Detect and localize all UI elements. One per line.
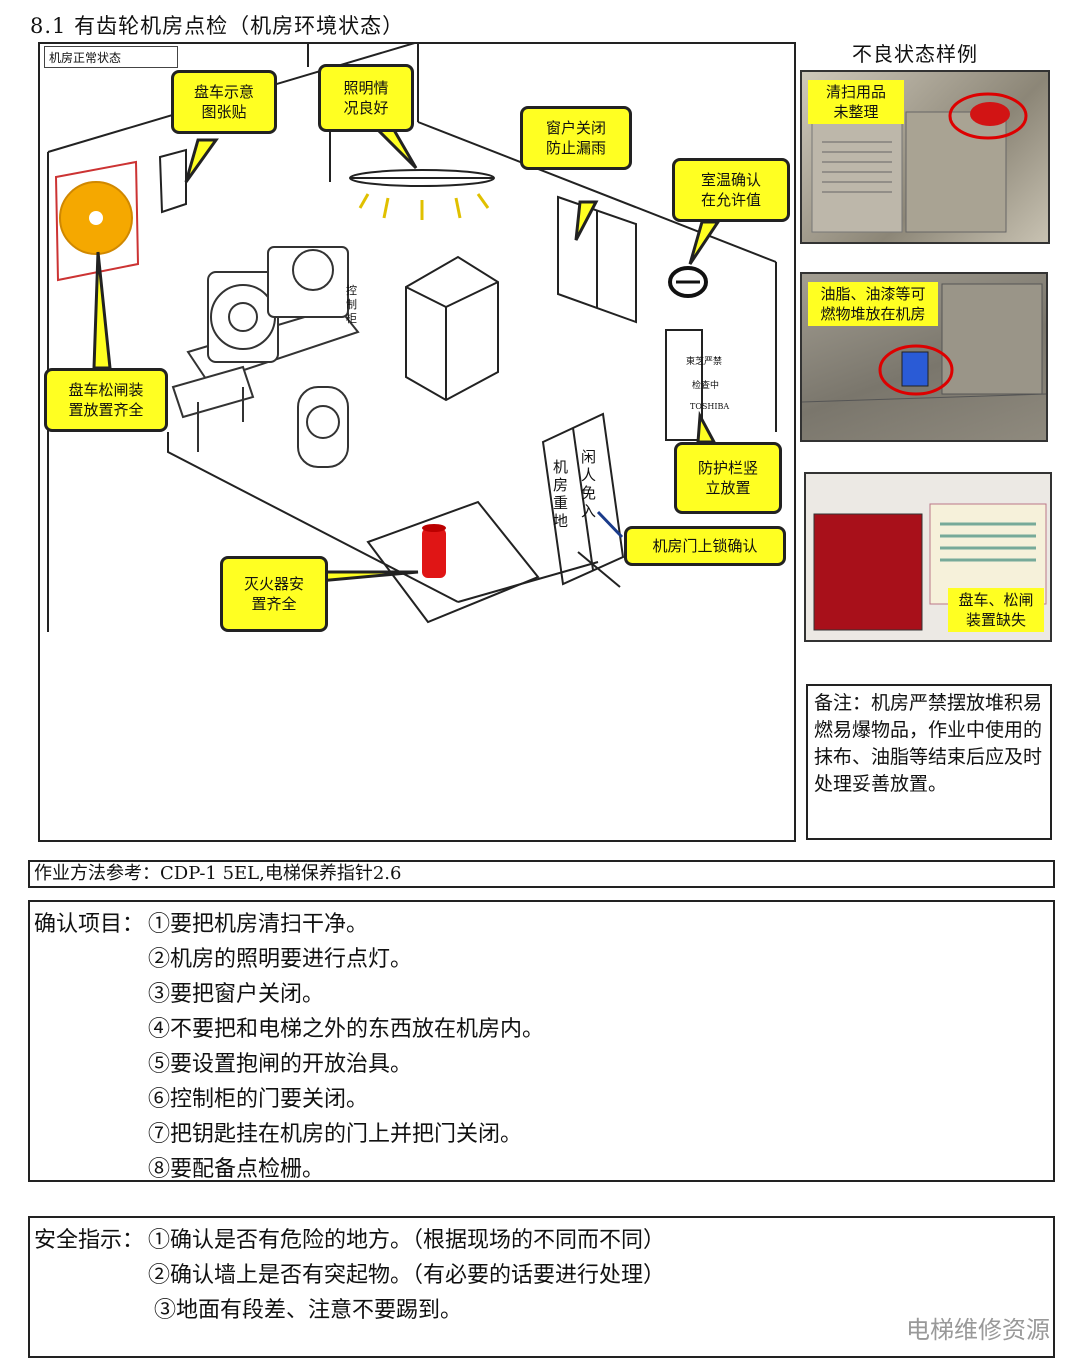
confirm-item-5: ⑤要设置抱闸的开放治具。 — [148, 1052, 413, 1077]
flammables-photo-graphic — [802, 283, 1046, 403]
guard-sign-line-2: 检查中 — [692, 381, 720, 391]
guard-sign-line-1: 東芝严禁 — [686, 357, 723, 367]
callout-pan-poster: 盘车示意 图张贴 — [171, 70, 277, 134]
confirm-item-8: ⑧要配备点检栅。 — [148, 1157, 325, 1182]
confirm-item-1: ①要把机房清扫干净。 — [148, 912, 369, 937]
confirm-item-2: ②机房的照明要进行点灯。 — [148, 947, 413, 972]
confirm-item-6: ⑥控制柜的门要关闭。 — [148, 1087, 369, 1112]
bad-examples-title: 不良状态样例 — [852, 42, 978, 66]
confirm-label: 确认项目： — [34, 912, 145, 937]
normal-state-tag: 机房正常状态 — [44, 46, 178, 68]
bad-photo-flammables-label: 油脂、油漆等可 燃物堆放在机房 — [808, 282, 938, 326]
page-title: 8.1 有齿轮机房点检（机房环境状态） — [30, 14, 405, 38]
safety-label: 安全指示： — [34, 1228, 145, 1253]
note-box: 备注：机房严禁摆放堆积易燃易爆物品，作业中使用的抹布、油脂等结束后应及时处理妥善… — [806, 684, 1052, 840]
callout-window: 窗户关闭 防止漏雨 — [520, 106, 632, 170]
callout-guard: 防护栏竖 立放置 — [674, 442, 782, 514]
bad-photo-cleaning: 清扫用品 未整理 — [800, 70, 1050, 244]
callout-door-lock: 机房门上锁确认 — [624, 526, 786, 566]
confirm-item-3: ③要把窗户关闭。 — [148, 982, 325, 1007]
bad-photo-flammables: 油脂、油漆等可 燃物堆放在机房 — [800, 272, 1048, 442]
safety-item-1: ①确认是否有危险的地方。（根据现场的不同而不同） — [148, 1228, 666, 1253]
door-sign-right: 闲 人 免 入 — [581, 448, 597, 520]
callout-brake-release: 盘车松闸装 置放置齐全 — [44, 368, 168, 432]
safety-item-3: ③地面有段差、注意不要踢到。 — [154, 1298, 463, 1323]
confirm-item-7: ⑦把钥匙挂在机房的门上并把门关闭。 — [148, 1122, 523, 1147]
bad-photo-missing-device: 盘车、松闸 装置缺失 — [804, 472, 1052, 642]
confirm-item-4: ④不要把和电梯之外的东西放在机房内。 — [148, 1017, 545, 1042]
callout-lighting: 照明情 况良好 — [318, 64, 414, 132]
watermark: 电梯维修资源 — [906, 1316, 1050, 1344]
cleaning-photo-graphic — [811, 92, 1028, 233]
bad-photo-missing-device-label: 盘车、松闸 装置缺失 — [948, 588, 1044, 632]
cabinet-label: 控 制 柜 — [346, 284, 357, 325]
callout-temperature: 室温确认 在允许值 — [672, 158, 790, 222]
safety-box — [28, 1216, 1055, 1358]
bad-photo-cleaning-label: 清扫用品 未整理 — [808, 80, 904, 124]
safety-item-2: ②确认墙上是否有突起物。（有必要的话要进行处理） — [148, 1263, 666, 1288]
method-reference: 作业方法参考：CDP-1 5EL,电梯保养指针2.6 — [28, 860, 1055, 888]
callout-fire-extinguisher: 灭火器安 置齐全 — [220, 556, 328, 632]
door-sign-left: 机 房 重 地 — [553, 458, 569, 530]
guard-sign-line-3: TOSHIBA — [690, 402, 730, 411]
confirm-items-box — [28, 900, 1055, 1182]
missing-device-photo-graphic — [813, 503, 1047, 631]
